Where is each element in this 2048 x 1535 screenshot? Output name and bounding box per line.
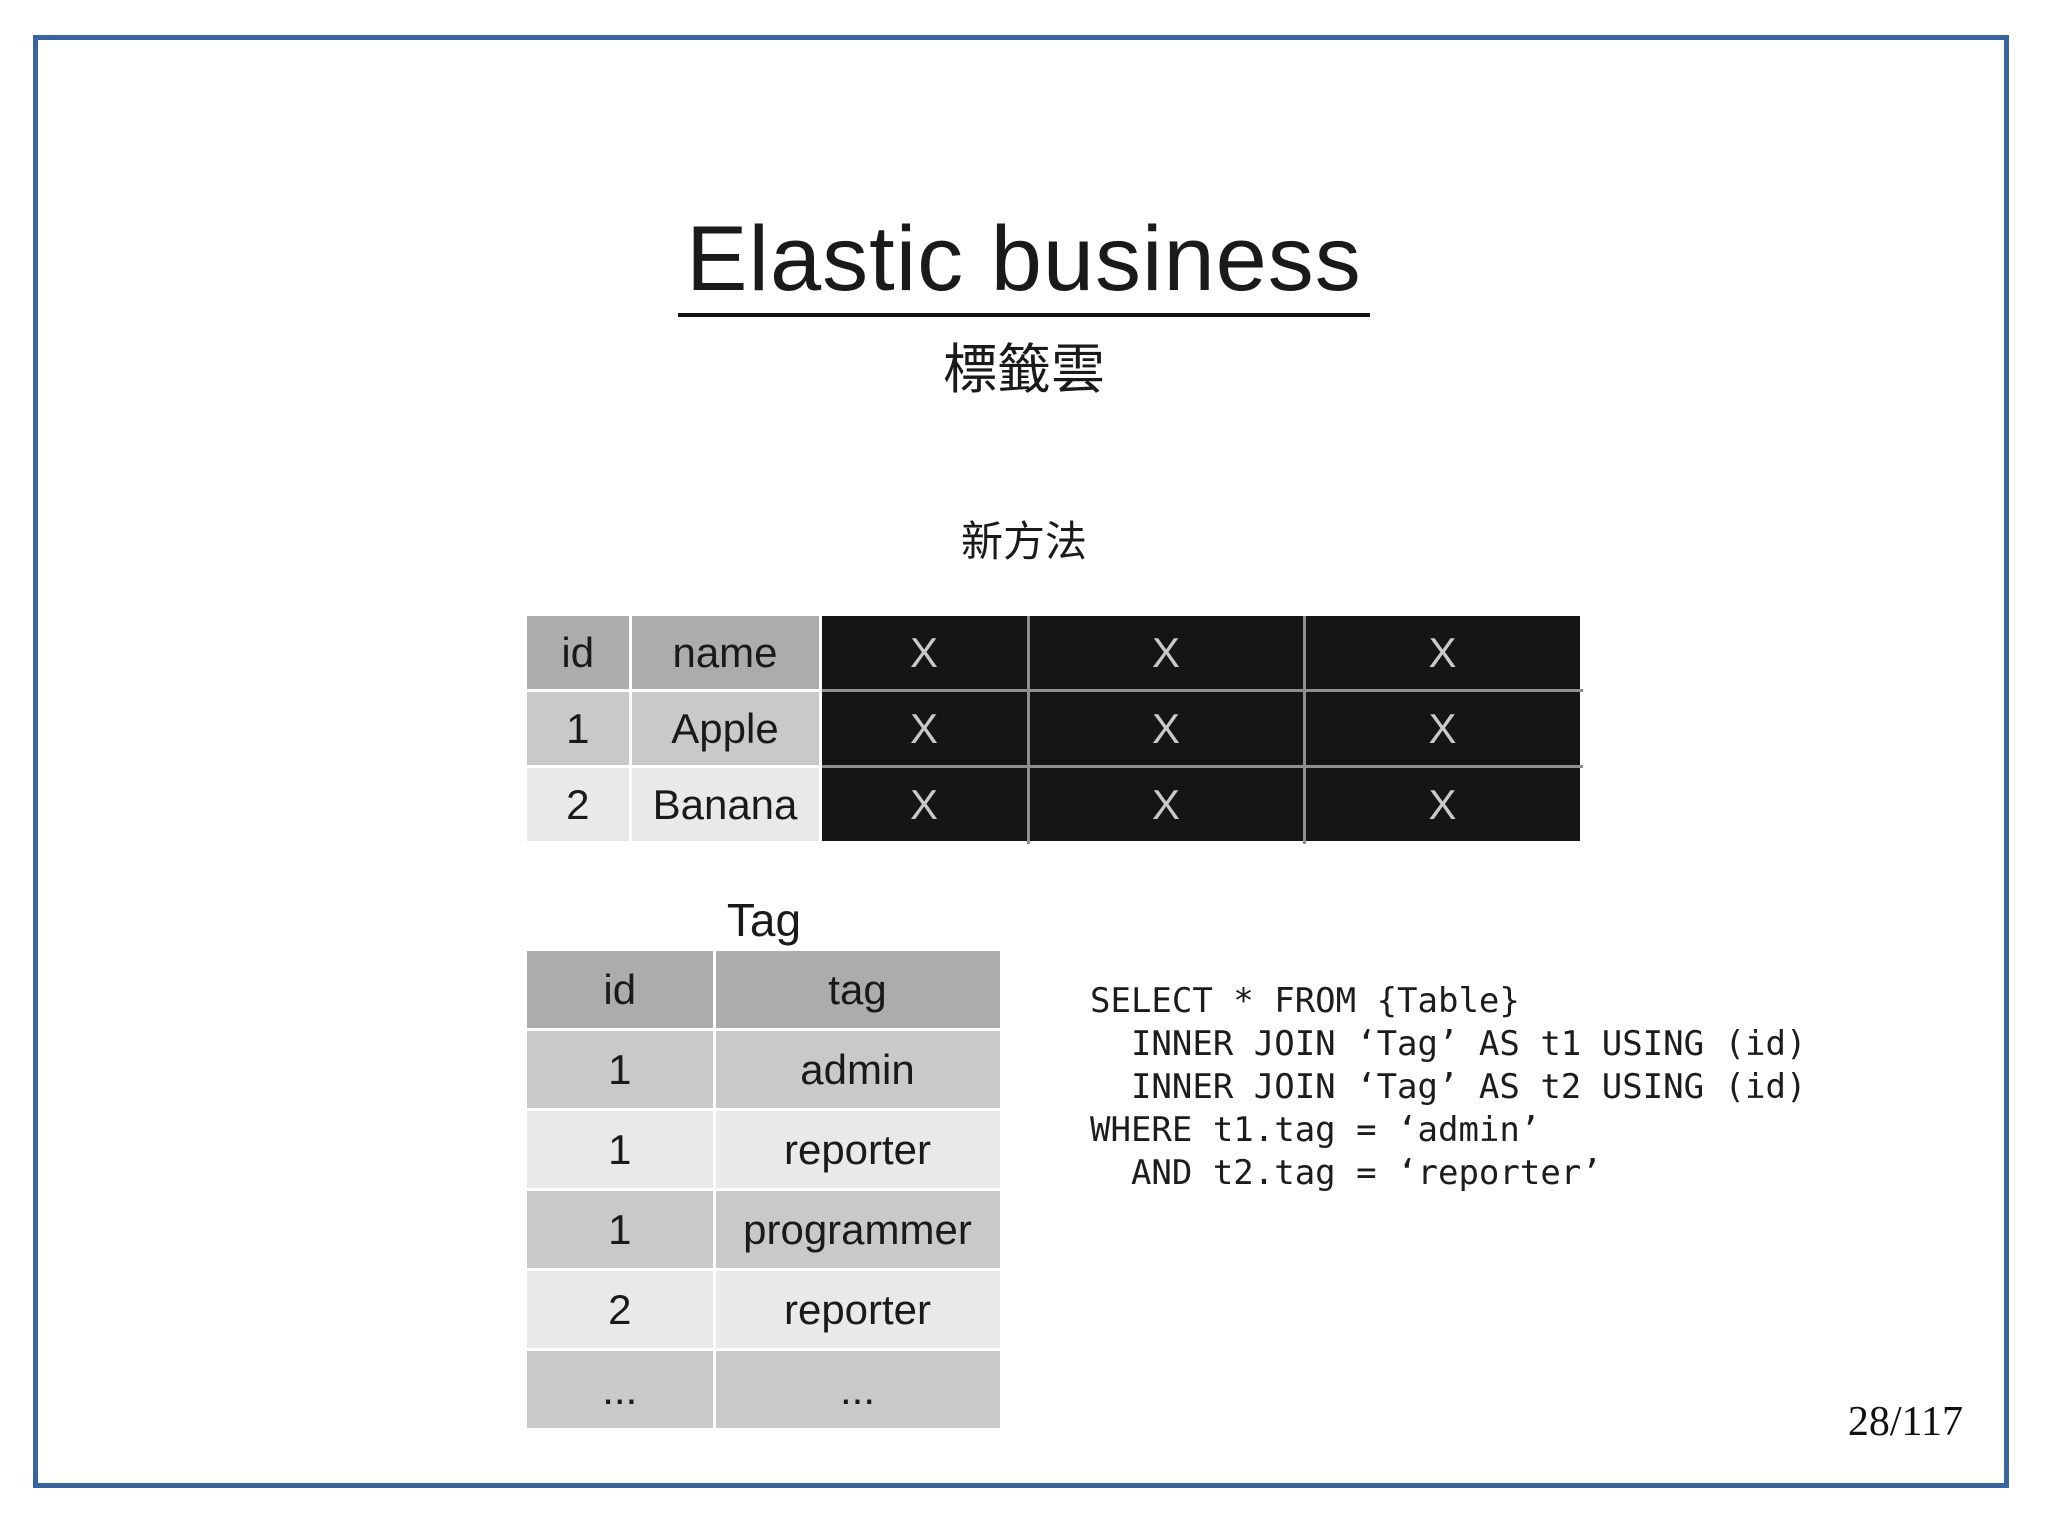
table-header-cell: id (527, 951, 716, 1031)
table-header-cell: id (527, 616, 632, 692)
table-cell: Apple (630, 690, 822, 768)
table-cell: 1 (527, 1029, 716, 1111)
table-cell: programmer (714, 1189, 1003, 1271)
table-cell: reporter (714, 1269, 1003, 1351)
table-cell: ... (527, 1349, 716, 1431)
table-cell: 2 (527, 766, 632, 843)
table-cell: 1 (527, 1189, 716, 1271)
table-cell: 2 (527, 1269, 716, 1351)
table-cell: Banana (630, 766, 822, 843)
table-cell: reporter (714, 1109, 1003, 1191)
table-cell: 1 (527, 1109, 716, 1191)
table-cell: X (820, 766, 1030, 843)
table-cell: admin (714, 1029, 1003, 1111)
page-number: 28/117 (1847, 1399, 1963, 1445)
slide-title: Elastic business (678, 213, 1370, 317)
table-cell: X (1304, 766, 1581, 843)
table-header-cell: name (630, 616, 822, 692)
table-header-cell: X (1028, 616, 1306, 692)
table-cell: ... (714, 1349, 1003, 1431)
table-cell: X (1028, 690, 1306, 768)
table-cell: X (1028, 766, 1306, 843)
table-cell: X (1304, 690, 1581, 768)
table-cell: X (820, 690, 1030, 768)
table-cell: 1 (527, 690, 632, 768)
title-block: Elastic business 標籤雲 (0, 213, 2048, 400)
section-label: 新方法 (960, 518, 1087, 565)
slide-subtitle: 標籤雲 (943, 340, 1105, 400)
table-row: ...... (527, 1349, 1003, 1431)
table-header-cell: X (820, 616, 1030, 692)
table-header-cell: X (1304, 616, 1581, 692)
tag-table-title: Tag (726, 894, 802, 946)
sql-code: SELECT * FROM {Table} INNER JOIN ‘Tag’ A… (1090, 981, 1807, 1193)
table-header-cell: tag (714, 951, 1003, 1031)
